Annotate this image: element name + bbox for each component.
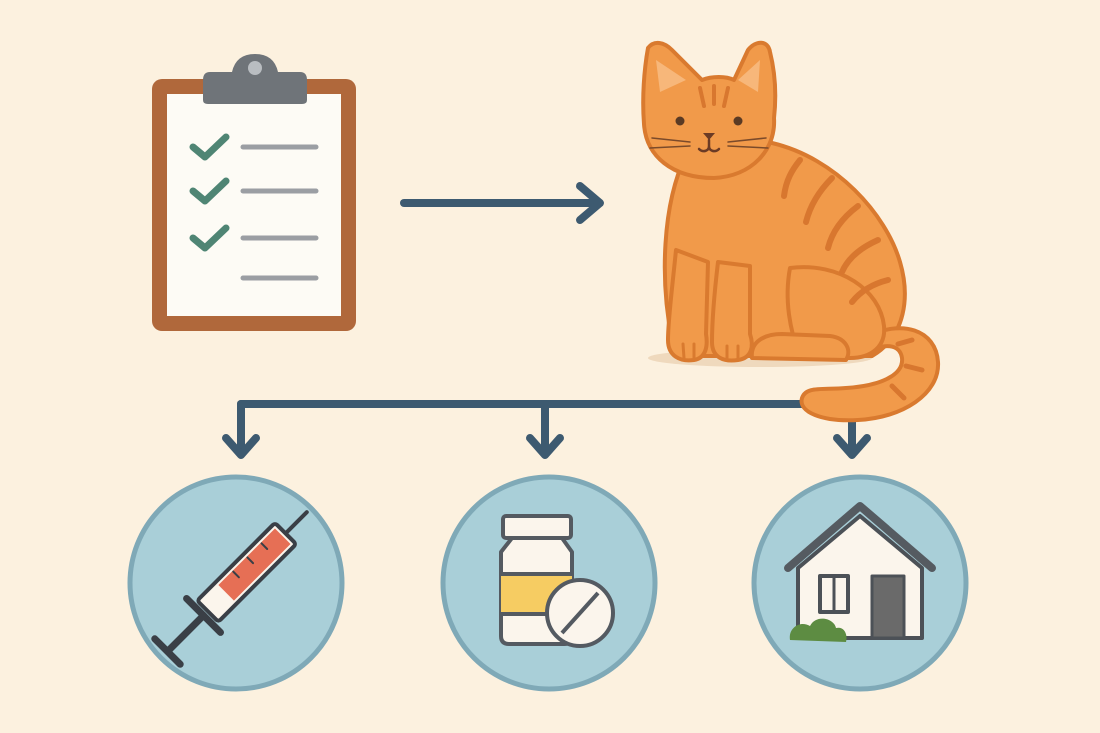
house-bush: [789, 618, 847, 642]
checklist: [189, 133, 319, 281]
outcome-home-care: [751, 474, 969, 692]
bottle-cap: [501, 514, 573, 540]
orange-tabby-cat-icon: [641, 40, 941, 423]
checkmark-icon: [189, 133, 230, 161]
house-icon: [784, 502, 936, 642]
cat-ear-left-inner: [656, 60, 686, 92]
syringe-icon: [151, 510, 309, 668]
cat-body-stripes: [781, 157, 891, 305]
checklist-item: [189, 133, 319, 161]
cat-nose: [703, 133, 715, 140]
clipboard-paper: [167, 94, 341, 316]
cat-mouth: [697, 138, 721, 153]
branch-middle-arrowhead: [526, 434, 564, 459]
clipboard-clip: [203, 54, 307, 104]
cat-head: [641, 40, 778, 180]
branch-left-arrowhead: [222, 434, 260, 459]
checklist-item: [189, 224, 319, 252]
branch-connector: [222, 400, 871, 459]
pill-score-line: [560, 591, 600, 635]
cat-front-leg-left: [666, 248, 710, 363]
cat-forehead-stripes: [698, 84, 730, 108]
branch-right-arrowhead: [833, 434, 871, 459]
cat-eye-right: [733, 116, 743, 126]
house-door: [870, 574, 906, 640]
checklist-item: [189, 177, 319, 205]
cat-eye-left: [675, 116, 685, 126]
cat-toe-lines: [681, 342, 740, 362]
outcome-medication: [440, 474, 658, 692]
medicine-bottle-pill-icon: [499, 514, 615, 648]
clipboard-checklist-icon: [152, 54, 356, 331]
checkmark-icon: [189, 224, 230, 252]
cat-tail-stripes: [889, 337, 925, 401]
outcome-vaccination: [127, 474, 345, 692]
cat-whiskers: [649, 137, 769, 149]
house-roof: [784, 502, 936, 572]
cat-ear-right-inner: [738, 60, 760, 92]
checkmark-icon: [189, 177, 230, 205]
process-arrow: [400, 182, 604, 224]
cat-back-paw: [749, 332, 851, 362]
cat-front-leg-right: [710, 260, 754, 363]
